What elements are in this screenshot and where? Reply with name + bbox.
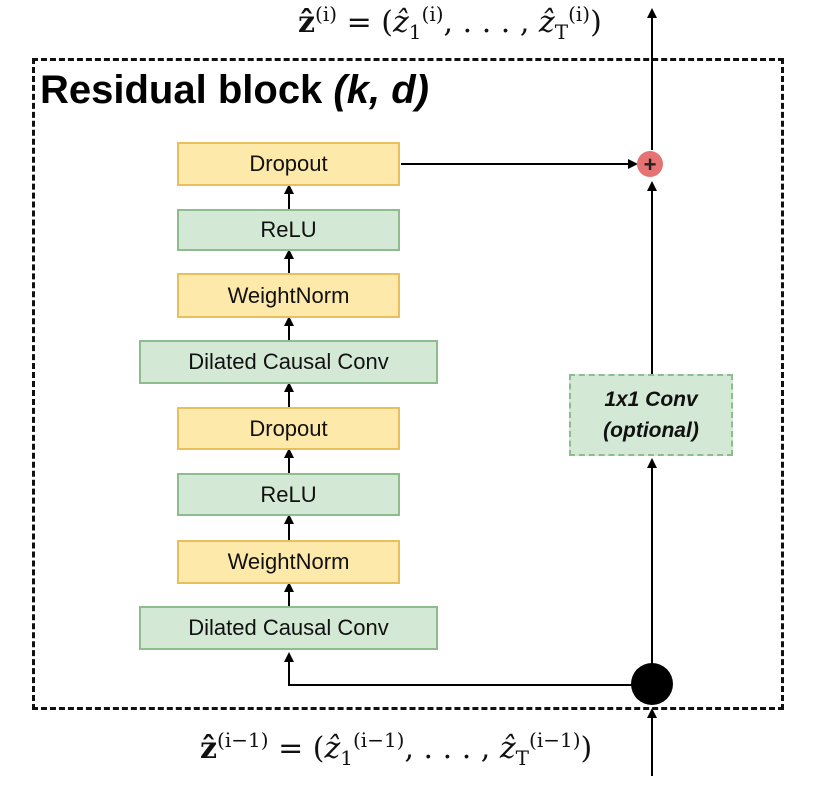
input-first-superscript: (i−1) bbox=[353, 728, 405, 752]
input-last-superscript: (i−1) bbox=[529, 728, 581, 752]
residual-block-title: Residual block (k, d) bbox=[40, 68, 429, 113]
output-vector-superscript: (i) bbox=[315, 2, 338, 26]
residual-block-title-text: Residual block bbox=[40, 68, 334, 112]
input-ellipsis: , . . . , bbox=[404, 731, 500, 766]
skip-conv-layer: 1x1 Conv (optional) bbox=[569, 374, 733, 456]
arrow-input-to-conv bbox=[284, 652, 652, 686]
output-close-paren: ) bbox=[590, 5, 602, 40]
output-equation: ẑ(i) = (ẑ1(i), . . . , ẑT(i)) bbox=[298, 2, 602, 44]
dilated-causal-conv-layer-top: Dilated Causal Conv bbox=[139, 340, 438, 384]
output-last-element: ẑ bbox=[538, 5, 555, 40]
output-first-subscript: 1 bbox=[408, 20, 422, 44]
input-last-element: ẑ bbox=[499, 731, 516, 766]
input-first-element: ẑ bbox=[324, 731, 341, 766]
dropout-layer-bottom: Dropout bbox=[177, 407, 400, 450]
input-close-paren: ) bbox=[580, 731, 593, 766]
junction-node bbox=[631, 663, 673, 705]
input-last-subscript: T bbox=[515, 746, 530, 770]
output-ellipsis: , . . . , bbox=[443, 5, 539, 40]
input-first-subscript: 1 bbox=[340, 746, 353, 770]
sum-symbol: + bbox=[644, 152, 657, 177]
residual-block-params: (k, d) bbox=[333, 68, 429, 112]
relu-layer-top: ReLU bbox=[177, 209, 400, 251]
output-first-superscript: (i) bbox=[421, 2, 444, 26]
output-vector: ẑ bbox=[298, 5, 316, 40]
weightnorm-layer-bottom: WeightNorm bbox=[177, 540, 400, 584]
relu-layer-bottom: ReLU bbox=[177, 473, 400, 516]
sum-node bbox=[637, 151, 663, 177]
dilated-causal-conv-layer-bottom: Dilated Causal Conv bbox=[139, 606, 438, 650]
input-equals: = ( bbox=[268, 731, 325, 766]
skip-conv-label: 1x1 Conv bbox=[604, 388, 698, 411]
output-first-element: ẑ bbox=[392, 5, 409, 40]
residual-block-frame bbox=[32, 58, 784, 710]
output-last-subscript: T bbox=[554, 20, 569, 44]
output-last-superscript: (i) bbox=[568, 2, 591, 26]
skip-conv-optional-label: (optional) bbox=[603, 419, 699, 442]
weightnorm-layer-top: WeightNorm bbox=[177, 273, 400, 318]
input-equation: ẑ(i−1) = (ẑ1(i−1), . . . , ẑT(i−1)) bbox=[200, 728, 592, 770]
input-vector-superscript: (i−1) bbox=[217, 728, 269, 752]
input-vector: ẑ bbox=[200, 731, 218, 766]
dropout-layer-top: Dropout bbox=[177, 142, 400, 186]
output-equals: = ( bbox=[337, 5, 393, 40]
